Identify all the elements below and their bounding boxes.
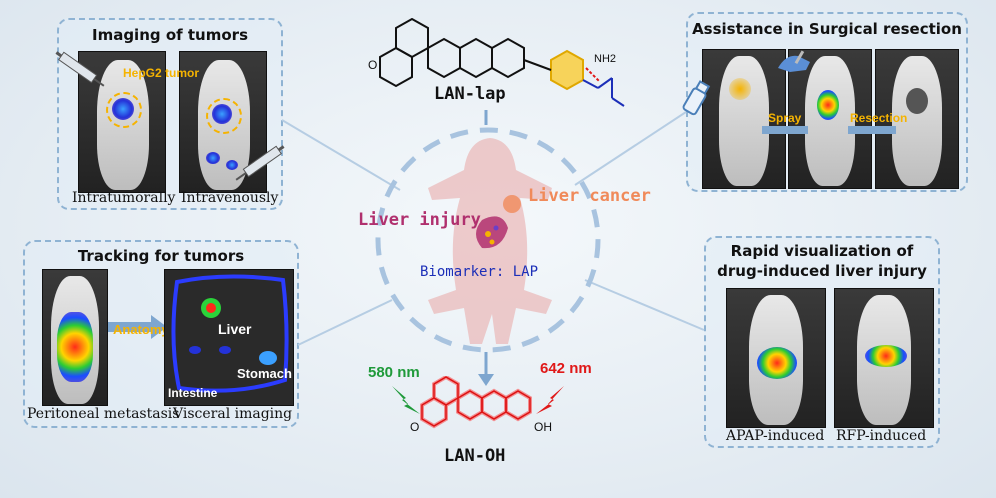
surgery-image-before xyxy=(702,49,786,189)
lan-oh-name: LAN-OH xyxy=(444,446,506,466)
caption-visceral: Visceral imaging xyxy=(173,406,293,422)
tracking-title: Tracking for tumors xyxy=(77,247,245,265)
liver-injury-label: Liver injury xyxy=(358,210,481,230)
arrow-right-icon xyxy=(151,315,167,339)
surgery-image-resection xyxy=(875,49,959,189)
product-oxo-group: O xyxy=(410,420,420,434)
gloved-hand-icon xyxy=(778,50,810,72)
lan-lap-structure xyxy=(379,18,625,107)
caption-apap: APAP-induced xyxy=(726,428,825,444)
lan-oh-structure xyxy=(420,376,532,429)
caption-rfp: RFP-induced xyxy=(836,428,927,444)
tracking-image-visceral xyxy=(164,269,294,406)
dili-image-rfp xyxy=(834,288,934,428)
imaging-title: Imaging of tumors xyxy=(91,26,248,44)
emission-lightning-icon xyxy=(536,386,564,414)
probe-oxo-group: O xyxy=(368,58,378,72)
spray-bottle-icon xyxy=(682,80,711,116)
biomarker-label: Biomarker: LAP xyxy=(420,264,539,280)
spray-label: Spray xyxy=(768,111,802,125)
surgery-panel: Assistance in Surgical resection Spray R… xyxy=(682,12,968,192)
dili-title-line2: drug-induced liver injury xyxy=(717,262,927,280)
syringe-icon xyxy=(235,145,285,181)
hepg2-tumor-label: HepG2 tumor xyxy=(123,66,200,80)
spray-arrow xyxy=(762,126,808,134)
tracking-panel: Tracking for tumors Anatomy Liver Stomac… xyxy=(23,240,299,428)
emission-label: 642 nm xyxy=(540,360,592,377)
resection-label: Resection xyxy=(850,111,908,125)
anatomy-arrow xyxy=(108,322,154,332)
excitation-lightning-icon xyxy=(392,386,420,414)
organ-stomach-label: Stomach xyxy=(237,366,292,381)
caption-peritoneal: Peritoneal metastasis xyxy=(27,406,180,422)
dili-image-apap xyxy=(726,288,826,428)
excitation-label: 580 nm xyxy=(368,364,420,381)
surgery-image-spray xyxy=(788,49,872,189)
caption-intratumorally: Intratumorally xyxy=(72,190,176,206)
caption-intravenously: Intravenously xyxy=(181,190,279,206)
imaging-panel: Imaging of tumors HepG2 tumor Intratumor… xyxy=(55,18,285,210)
syringe-icon xyxy=(55,51,105,87)
organ-liver-label: Liver xyxy=(218,321,252,337)
probe-amine-group: NH2 xyxy=(594,53,617,65)
dili-panel: Rapid visualization of drug-induced live… xyxy=(704,236,940,448)
lan-lap-name: LAN-lap xyxy=(434,84,506,104)
dili-title-line1: Rapid visualization of xyxy=(730,242,914,260)
mouse-silhouette-icon xyxy=(428,138,552,344)
anatomy-label: Anatomy xyxy=(113,322,169,337)
organ-intestine-label: Intestine xyxy=(168,386,218,400)
resection-arrow xyxy=(848,126,896,134)
tracking-image-anatomy xyxy=(42,269,108,406)
liver-cancer-label: Liver cancer xyxy=(528,186,651,206)
surgery-title: Assistance in Surgical resection xyxy=(692,20,962,38)
imaging-image-intravenous xyxy=(179,51,267,193)
product-hydroxyl-group: OH xyxy=(534,420,552,434)
